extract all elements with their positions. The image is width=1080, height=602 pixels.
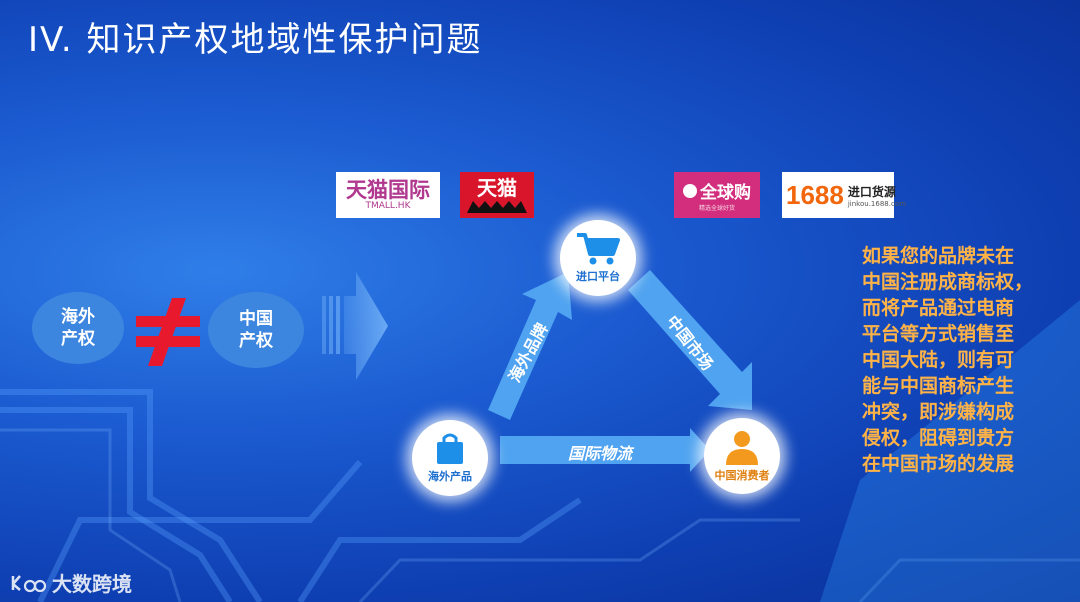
warning-line: 平台等方式销售至 <box>862 324 1015 345</box>
overseas-brand-arrow <box>488 272 572 420</box>
overseas-ip-line2: 产权 <box>61 329 95 349</box>
warning-line: 中国大陆，则有可 <box>862 350 1015 371</box>
warning-line: 侵权，阻碍到贵方 <box>862 428 1015 449</box>
china-market-arrow <box>628 270 752 410</box>
china-ip-line2: 产权 <box>239 331 273 351</box>
watermark-text: 大数跨境 <box>52 572 132 596</box>
right-arrow-icon <box>322 272 388 380</box>
brand-logo-icon <box>11 574 47 592</box>
china-ip-line1: 中国 <box>239 309 273 329</box>
import-platform-label: 进口平台 <box>576 270 620 283</box>
tmall-cat-icon <box>467 201 527 213</box>
person-icon <box>726 431 758 465</box>
page-title: IV. 知识产权地域性保护问题 <box>28 20 483 60</box>
warning-line: 在中国市场的发展 <box>862 454 1015 475</box>
tmall-hk-logo-text: 天猫国际 <box>346 178 430 202</box>
import-1688-text: 进口货源 <box>847 184 896 199</box>
tmall-hk-logo: 天猫国际 TMALL.HK <box>336 172 440 218</box>
warning-paragraph: 如果您的品牌未在 中国注册成商标权， 而将产品通过电商 平台等方式销售至 中国大… <box>862 244 1072 478</box>
global-buy-logo-sub: 精选全球好货 <box>698 205 735 212</box>
warning-line: 中国注册成商标权， <box>862 272 1034 293</box>
import-1688-sub: jinkou.1688.com <box>847 199 906 208</box>
shopping-cart-icon <box>577 233 620 265</box>
global-buy-logo-text: 全球购 <box>700 183 751 203</box>
chinese-consumers-node: 中国消费者 <box>704 418 780 494</box>
intl-logistics-arrow <box>500 428 710 472</box>
warning-line: 能与中国商标产生 <box>862 376 1015 397</box>
not-equal-icon <box>136 298 200 366</box>
warning-line: 而将产品通过电商 <box>862 298 1015 319</box>
overseas-ip-circle: 海外 产权 <box>32 292 124 364</box>
tmall-logo-text: 天猫 <box>477 176 517 200</box>
overseas-products-label: 海外产品 <box>428 470 472 483</box>
import-1688-logo: 1688 进口货源 jinkou.1688.com <box>782 172 906 218</box>
tmall-logo: 天猫 <box>460 172 534 218</box>
warning-line: 如果您的品牌未在 <box>862 246 1015 267</box>
chinese-consumers-label: 中国消费者 <box>714 469 770 482</box>
warning-line: 冲突，即涉嫌构成 <box>862 402 1015 423</box>
import-platform-node: 进口平台 <box>560 220 636 296</box>
watermark: 大数跨境 <box>10 568 132 597</box>
import-1688-number: 1688 <box>786 179 844 210</box>
overseas-ip-line1: 海外 <box>61 307 95 327</box>
global-buy-icon <box>683 183 697 198</box>
china-ip-circle: 中国 产权 <box>208 292 304 368</box>
shopping-bag-icon <box>437 433 463 464</box>
tmall-hk-logo-sub: TMALL.HK <box>365 201 411 211</box>
global-buy-logo: 全球购 精选全球好货 <box>674 172 760 218</box>
overseas-products-node: 海外产品 <box>412 420 488 496</box>
intl-logistics-label: 国际物流 <box>567 444 632 463</box>
